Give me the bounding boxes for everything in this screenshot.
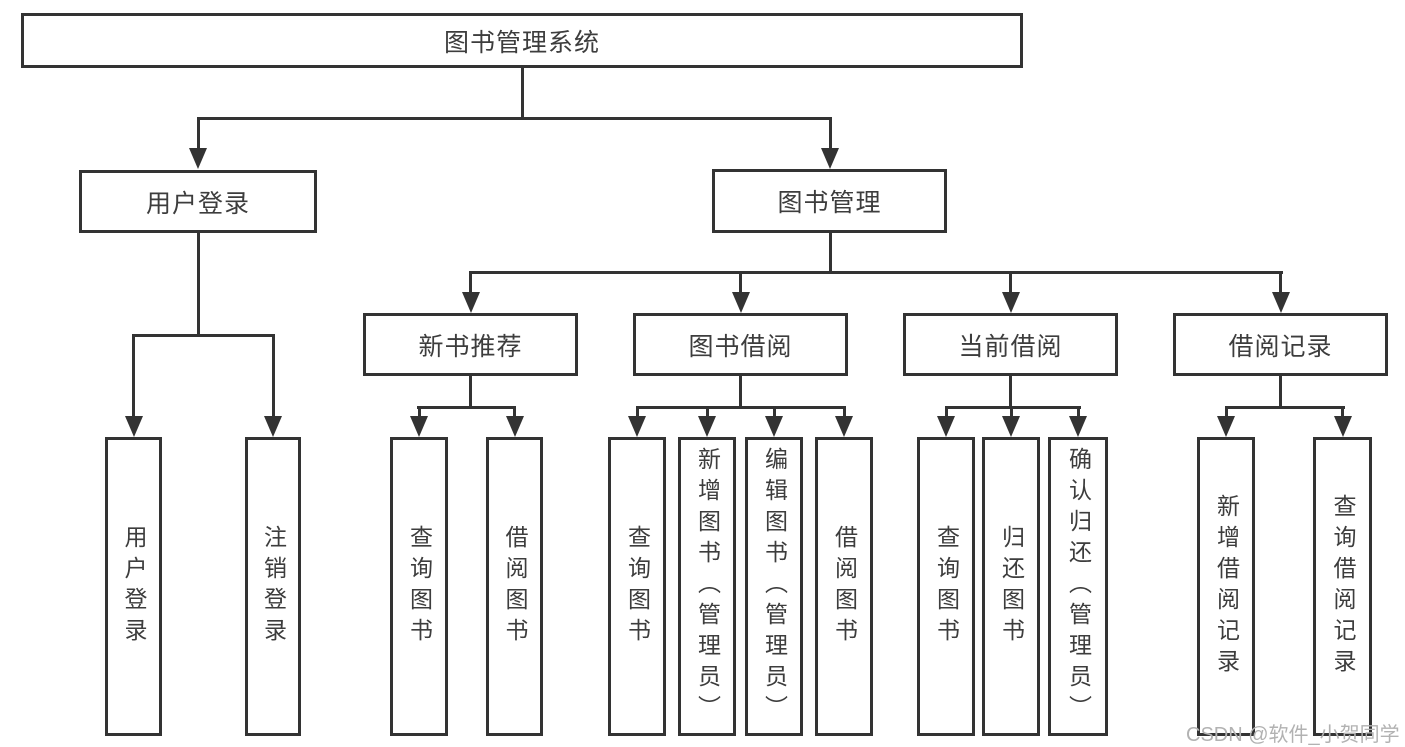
- arrow-down: [1271, 274, 1290, 313]
- connector-hline: [635, 406, 846, 409]
- leaf-borrow-book-2-label: 借阅图书: [831, 524, 858, 649]
- arrow-down: [124, 337, 143, 437]
- leaf-borrow-book-1: 借阅图书: [486, 437, 543, 736]
- node-current-borrow: 当前借阅: [903, 313, 1118, 376]
- connector-vline: [196, 233, 200, 335]
- leaf-logout: 注销登录: [245, 437, 301, 736]
- node-borrow-record-label: 借阅记录: [1228, 332, 1333, 361]
- connector-hline: [944, 406, 1081, 409]
- arrow-down: [821, 118, 839, 169]
- leaf-confirm-return-admin: 确认归还（管理员）: [1048, 437, 1108, 736]
- connector-vline: [469, 376, 472, 407]
- node-user-login: 用户登录: [79, 170, 317, 233]
- node-library-system-label: 图书管理系统: [443, 28, 600, 57]
- leaf-add-borrow-record: 新增借阅记录: [1197, 437, 1255, 736]
- leaf-query-book-1: 查询图书: [390, 437, 448, 736]
- node-new-book-recommend: 新书推荐: [363, 313, 578, 376]
- connector-hline: [468, 271, 1283, 274]
- connector-hline: [417, 406, 516, 409]
- connector-vline: [739, 376, 742, 407]
- arrow-down: [1217, 409, 1235, 437]
- arrow-down: [189, 118, 207, 169]
- arrow-down: [1069, 409, 1087, 437]
- connector-vline: [828, 233, 832, 272]
- arrow-down: [505, 409, 524, 437]
- leaf-return-book: 归还图书: [982, 437, 1040, 736]
- arrow-down: [628, 409, 646, 437]
- connector-vline: [1279, 376, 1282, 407]
- arrow-down: [1002, 409, 1020, 437]
- leaf-edit-book-admin-label: 编辑图书（管理员）: [761, 447, 788, 726]
- node-user-login-label: 用户登录: [145, 189, 250, 218]
- leaf-borrow-book-1-label: 借阅图书: [502, 524, 528, 649]
- leaf-query-book-2: 查询图书: [608, 437, 666, 736]
- connector-vline: [1009, 376, 1012, 407]
- leaf-query-book-3-label: 查询图书: [933, 524, 960, 649]
- node-book-borrow-label: 图书借阅: [688, 332, 793, 361]
- node-book-management: 图书管理: [712, 169, 947, 233]
- node-borrow-record: 借阅记录: [1173, 313, 1388, 376]
- leaf-user-login-label: 用户登录: [121, 524, 147, 649]
- leaf-confirm-return-admin-label: 确认归还（管理员）: [1065, 447, 1092, 726]
- arrow-down: [698, 409, 716, 437]
- arrow-down: [937, 409, 955, 437]
- leaf-borrow-book-2: 借阅图书: [815, 437, 873, 736]
- leaf-return-book-label: 归还图书: [998, 524, 1025, 649]
- arrow-down: [1001, 274, 1020, 313]
- leaf-edit-book-admin: 编辑图书（管理员）: [745, 437, 803, 736]
- node-library-system: 图书管理系统: [21, 13, 1023, 68]
- leaf-query-borrow-record-label: 查询借阅记录: [1330, 493, 1356, 680]
- leaf-add-borrow-record-label: 新增借阅记录: [1213, 493, 1240, 680]
- node-book-borrow: 图书借阅: [633, 313, 848, 376]
- leaf-query-book-3: 查询图书: [917, 437, 975, 736]
- arrow-down: [1333, 409, 1352, 437]
- leaf-query-borrow-record: 查询借阅记录: [1313, 437, 1372, 736]
- arrow-down: [264, 337, 282, 437]
- leaf-add-book-admin: 新增图书（管理员）: [678, 437, 736, 736]
- connector-hline: [1224, 406, 1345, 409]
- leaf-query-book-1-label: 查询图书: [406, 524, 433, 649]
- connector-hline: [196, 117, 832, 120]
- csdn-watermark: CSDN @软件_小贺同学: [1186, 724, 1400, 746]
- node-current-borrow-label: 当前借阅: [958, 332, 1063, 361]
- arrow-down: [765, 409, 783, 437]
- arrow-down: [410, 409, 428, 437]
- leaf-add-book-admin-label: 新增图书（管理员）: [694, 447, 721, 726]
- leaf-user-login: 用户登录: [105, 437, 162, 736]
- arrow-down: [835, 409, 853, 437]
- leaf-query-book-2-label: 查询图书: [624, 524, 651, 649]
- node-book-management-label: 图书管理: [777, 189, 882, 217]
- node-new-book-recommend-label: 新书推荐: [418, 332, 523, 361]
- connector-hline: [131, 334, 275, 337]
- arrow-down: [461, 274, 480, 313]
- arrow-down: [731, 274, 750, 313]
- connector-vline: [520, 68, 524, 118]
- leaf-logout-label: 注销登录: [260, 524, 287, 649]
